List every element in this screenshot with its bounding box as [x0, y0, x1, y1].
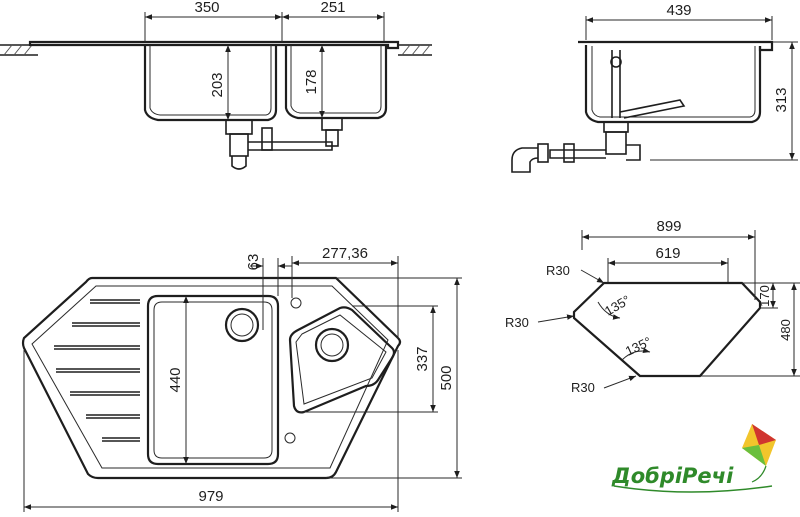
dim-178: 178	[303, 69, 320, 94]
dim-337: 337	[414, 346, 431, 371]
brand-logo: ДобріРечі	[611, 424, 776, 493]
right-bowl-section	[284, 45, 388, 120]
dim-500: 500	[438, 365, 455, 390]
tap-hole	[284, 432, 296, 444]
dim-439: 439	[666, 2, 691, 19]
dim-979: 979	[198, 488, 223, 505]
dim-203: 203	[209, 72, 226, 97]
drainer-ribs	[54, 299, 140, 442]
angle-upper: 135°	[602, 292, 633, 318]
siphon	[225, 117, 343, 170]
small-bowl	[288, 306, 396, 414]
dim-619: 619	[655, 245, 680, 262]
main-drain	[224, 307, 260, 343]
cutout-outline	[572, 281, 762, 378]
plan-view: 63 277,36 440 337 500 979	[21, 245, 462, 512]
cutout-view: 899 619 170 480 R30 R30 R30 135° 135°	[505, 218, 800, 395]
countertop-right	[398, 44, 432, 56]
dim-350: 350	[194, 0, 219, 16]
radius-top-left: R30	[546, 263, 570, 278]
dim-899: 899	[656, 218, 681, 235]
sink-outline	[21, 276, 402, 480]
dim-480: 480	[778, 319, 793, 341]
dim-313: 313	[773, 87, 790, 112]
small-drain	[314, 327, 350, 363]
section-view: 350 251 203 178	[0, 0, 432, 170]
side-view: 439 313	[511, 2, 798, 173]
dim-277-36: 277,36	[322, 245, 368, 262]
dim-63: 63	[245, 254, 262, 271]
countertop-left	[0, 44, 38, 56]
angle-lower: 135°	[623, 334, 654, 359]
radius-bottom: R30	[571, 380, 595, 395]
dim-440: 440	[167, 367, 184, 392]
brand-name: ДобріРечі	[611, 464, 734, 488]
kite-icon	[742, 424, 776, 483]
main-bowl	[146, 294, 280, 466]
left-bowl-section	[143, 45, 278, 122]
sink-rim	[28, 40, 400, 50]
dim-170: 170	[757, 285, 772, 307]
dim-251: 251	[320, 0, 345, 16]
radius-left: R30	[505, 315, 529, 330]
